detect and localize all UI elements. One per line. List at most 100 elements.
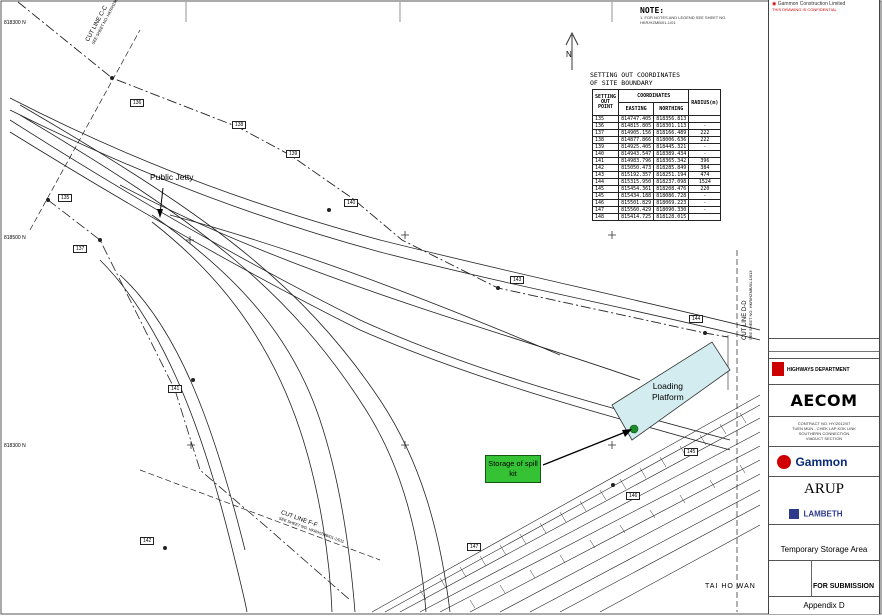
note-title: NOTE: <box>640 6 665 15</box>
easting-cell: 815454.361 <box>618 185 655 193</box>
setting-out-title: SETTING OUT COORDINATES OF SITE BOUNDARY <box>590 71 680 87</box>
site-boundary <box>17 1 729 338</box>
easting-cell: 814877.866 <box>618 136 655 144</box>
setting-out-table: SETTING OUT POINT COORDINATES RADIUS(m) … <box>591 89 722 221</box>
point-cell: 140 <box>591 150 620 158</box>
lambeth-text: LAMBETH <box>803 509 843 519</box>
aecom-logo: AECOM <box>790 391 858 410</box>
contract-line-4: VIADUCT SECTION <box>805 436 843 441</box>
radius-cell <box>688 213 722 221</box>
grid-label-1: 818300 N <box>4 20 26 26</box>
point-cell: 144 <box>591 178 620 186</box>
revision-lines <box>769 345 879 352</box>
note-line-2: HKR/HZMB/01-1/01 <box>640 20 676 25</box>
northing-cell: 818086.728 <box>653 192 690 200</box>
tb-contract: CONTRACT NO. HY/2012/07 TUEN MUN - CHEK … <box>769 416 879 446</box>
radius-cell <box>688 115 722 123</box>
radius-cell: - <box>688 122 722 130</box>
point-cell: 139 <box>591 143 620 151</box>
north-label: N <box>566 50 572 59</box>
status-grid <box>769 561 812 596</box>
point-cell: 145 <box>591 185 620 193</box>
easting-cell: 815414.725 <box>618 213 655 221</box>
north-arrow <box>565 31 579 70</box>
col-point-1: SETTING <box>595 94 617 100</box>
grid-label-2: 818500 N <box>4 235 26 241</box>
loading-platform-line-2: Platform <box>652 392 684 402</box>
loading-platform-line-1: Loading <box>652 381 683 391</box>
viaduct-tracks <box>371 394 761 613</box>
northing-cell: 818356.813 <box>653 115 690 123</box>
easting-cell: 814943.547 <box>618 150 655 158</box>
spill-kit-arrow <box>542 430 629 466</box>
gammon-small-icon: ◉ <box>772 1 777 7</box>
northing-cell: 818251.194 <box>653 171 690 179</box>
point-cell: 135 <box>591 115 620 123</box>
contract-line-1: CONTRACT NO. HY/2012/07 <box>797 421 851 426</box>
point-cell: 136 <box>591 122 620 130</box>
point-marker: 138 <box>232 121 247 129</box>
northing-cell: 818166.489 <box>653 129 690 137</box>
cut-line-dd-label: CUT LINE D-D SEE SHEET NO. HKR/HZMB/01-1… <box>742 270 753 340</box>
col-point-3: POINT <box>598 104 614 110</box>
point-marker: 143 <box>510 276 525 284</box>
tb-appendix: Appendix D <box>769 596 879 614</box>
radius-cell: 384 <box>688 164 722 172</box>
tai-ho-wan-label: TAI HO WAN <box>705 583 756 590</box>
point-cell: 145 <box>591 192 620 200</box>
site-boundary-west <box>47 199 351 601</box>
radius-cell: - <box>688 199 722 207</box>
easting-cell: 815434.188 <box>618 192 655 200</box>
tb-arup: ARUP <box>769 476 879 500</box>
radius-cell: - <box>688 150 722 158</box>
point-cell: 142 <box>591 164 620 172</box>
spill-kit-line-2: kit <box>509 469 517 478</box>
setting-out-table-wrap: SETTING OUT POINT COORDINATES RADIUS(m) … <box>591 89 722 221</box>
point-cell: 141 <box>591 157 620 165</box>
point-cell: 138 <box>591 136 620 144</box>
northing-cell: 818128.015 <box>653 213 690 221</box>
col-radius: RADIUS(m) <box>688 89 722 116</box>
radius-cell: - <box>688 192 722 200</box>
gammon-logo-text: Gammon <box>795 454 848 469</box>
setting-out-title-2: OF SITE BOUNDARY <box>590 79 653 87</box>
radius-cell: 222 <box>688 129 722 137</box>
track-ties <box>419 412 747 609</box>
road-alignment <box>9 97 761 613</box>
radius-cell: 396 <box>688 157 722 165</box>
gammon-logo-icon <box>777 454 791 469</box>
point-marker: 147 <box>467 543 482 551</box>
loading-platform-area <box>611 341 731 441</box>
appendix-label: Appendix D <box>803 601 845 610</box>
point-marker: 135 <box>58 194 73 202</box>
public-jetty-label: Public Jetty <box>150 172 194 182</box>
col-point-2: OUT <box>601 99 611 105</box>
northing-cell: 818365.342 <box>653 157 690 165</box>
col-easting: EASTING <box>618 102 655 116</box>
tb-drawing-title: Temporary Storage Area <box>769 524 879 560</box>
point-marker: 139 <box>286 150 301 158</box>
contract-line-3: SOUTHERN CONNECTION <box>798 431 850 436</box>
loading-platform-label: Loading Platform <box>652 381 684 403</box>
radius-cell: 220 <box>688 185 722 193</box>
setting-out-title-1: SETTING OUT COORDINATES <box>590 71 681 79</box>
spill-kit-line-1: Storage of spill <box>488 459 538 468</box>
easting-cell: 814983.796 <box>618 157 655 165</box>
easting-cell: 815192.357 <box>618 171 655 179</box>
tb-hyd: HIGHWAYS DEPARTMENT <box>769 358 879 384</box>
point-cell: 147 <box>591 206 620 214</box>
easting-cell: 814925.405 <box>618 143 655 151</box>
easting-cell: 815315.950 <box>618 178 655 186</box>
tb-gammon: Gammon <box>769 446 879 476</box>
arup-logo: ARUP <box>803 481 844 497</box>
top-grid-ticks <box>185 2 613 22</box>
